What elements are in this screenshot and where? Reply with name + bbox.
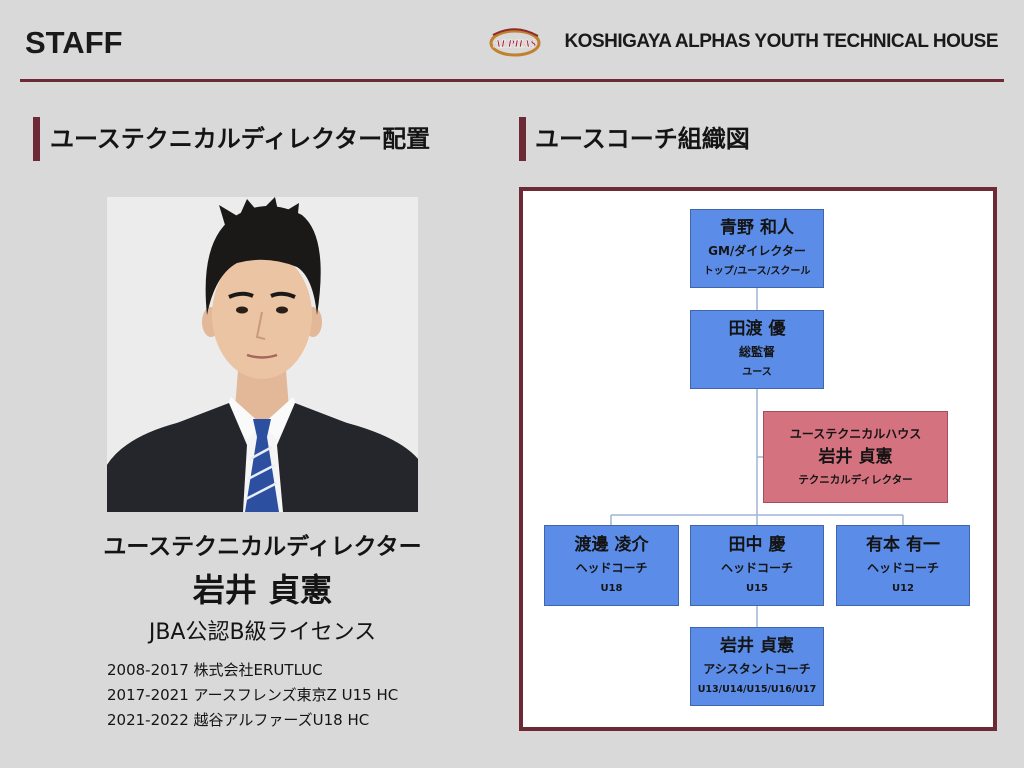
node-name: 青野 和人 bbox=[720, 217, 794, 238]
hair-spikes bbox=[219, 197, 299, 225]
header-divider bbox=[20, 79, 1004, 82]
director-name: 岩井 貞憲 bbox=[192, 571, 333, 609]
node-role: ヘッドコーチ bbox=[866, 560, 939, 575]
node-name: 岩井 貞憲 bbox=[818, 447, 893, 467]
node-scope: U13/U14/U15/U16/U17 bbox=[697, 683, 817, 695]
node-name: 岩井 貞憲 bbox=[720, 635, 794, 656]
org-node-technical-house: ユーステクニカルハウス 岩井 貞憲 テクニカルディレクター bbox=[763, 411, 948, 503]
node-scope: ユース bbox=[742, 366, 772, 378]
org-chart: 青野 和人 GM/ダイレクター トップ/ユース/スクール 田渡 優 総監督 ユー… bbox=[519, 187, 997, 731]
eye-left bbox=[236, 306, 248, 314]
tie-stripe bbox=[249, 445, 273, 461]
career-history: 2008-2017 株式会社ERUTLUC 2017-2021 アースフレンズ東… bbox=[107, 658, 398, 733]
logo-lettering: ALPHAS bbox=[493, 38, 537, 50]
node-role: GM/ダイレクター bbox=[708, 243, 806, 258]
lapel-right bbox=[277, 403, 418, 512]
career-item: 2021-2022 越谷アルファーズU18 HC bbox=[107, 711, 370, 729]
staff-photo bbox=[107, 197, 418, 512]
eyebrow-left bbox=[228, 291, 254, 299]
mouth bbox=[246, 353, 278, 359]
node-scope: U12 bbox=[891, 582, 915, 594]
org-node-gm: 青野 和人 GM/ダイレクター トップ/ユース/スクール bbox=[690, 209, 824, 288]
node-unit: ユーステクニカルハウス bbox=[789, 427, 922, 441]
node-scope: U15 bbox=[745, 582, 769, 594]
director-role: ユーステクニカルディレクター bbox=[103, 534, 422, 560]
logo-ring bbox=[489, 29, 541, 57]
necktie bbox=[245, 419, 279, 512]
section-accent-bar bbox=[33, 117, 40, 161]
node-role: 総監督 bbox=[738, 344, 775, 359]
eye-right bbox=[276, 306, 288, 314]
org-chart-section-heading: ユースコーチ組織図 bbox=[535, 125, 750, 153]
org-chart-connectors bbox=[610, 288, 904, 627]
node-scope: トップ/ユース/スクール bbox=[703, 265, 811, 277]
node-name: 田中 慶 bbox=[728, 534, 786, 555]
node-role: テクニカルディレクター bbox=[798, 474, 913, 486]
tie-stripe bbox=[245, 481, 278, 501]
eyebrow-right bbox=[270, 291, 296, 299]
head bbox=[202, 197, 322, 379]
node-name: 渡邊 凌介 bbox=[574, 534, 649, 555]
node-role: ヘッドコーチ bbox=[575, 560, 648, 575]
tie-knot bbox=[253, 419, 271, 437]
collar bbox=[225, 397, 299, 439]
collar-left bbox=[225, 397, 262, 439]
tie-stripe bbox=[247, 463, 276, 481]
section-accent-bar bbox=[519, 117, 526, 161]
node-name: 田渡 優 bbox=[728, 318, 786, 339]
hair bbox=[205, 206, 321, 315]
org-node-u15: 田中 慶 ヘッドコーチ U15 bbox=[690, 525, 824, 606]
lapel-left bbox=[107, 403, 247, 512]
node-role: ヘッドコーチ bbox=[720, 560, 793, 575]
logo-swoosh bbox=[492, 28, 539, 37]
node-role: アシスタントコーチ bbox=[703, 661, 811, 676]
org-node-assistant: 岩井 貞憲 アシスタントコーチ U13/U14/U15/U16/U17 bbox=[690, 627, 824, 706]
node-name: 有本 有一 bbox=[866, 534, 940, 555]
nose bbox=[255, 311, 266, 340]
org-node-supervisor: 田渡 優 総監督 ユース bbox=[690, 310, 824, 389]
director-license: JBA公認B級ライセンス bbox=[148, 620, 377, 645]
org-node-u12: 有本 有一 ヘッドコーチ U12 bbox=[836, 525, 970, 606]
alphas-logo: ALPHAS bbox=[489, 28, 541, 57]
page-title: STAFF bbox=[25, 25, 123, 60]
director-section-heading: ユーステクニカルディレクター配置 bbox=[50, 125, 431, 153]
career-item: 2008-2017 株式会社ERUTLUC bbox=[107, 661, 323, 679]
lapels bbox=[107, 403, 418, 512]
org-node-u18: 渡邊 凌介 ヘッドコーチ U18 bbox=[544, 525, 679, 606]
collar-right bbox=[262, 397, 299, 439]
node-scope: U18 bbox=[600, 582, 623, 594]
organization-name: KOSHIGAYA ALPHAS YOUTH TECHNICAL HOUSE bbox=[564, 31, 998, 52]
tie-blade bbox=[245, 437, 279, 512]
career-item: 2017-2021 アースフレンズ東京Z U15 HC bbox=[107, 686, 399, 704]
